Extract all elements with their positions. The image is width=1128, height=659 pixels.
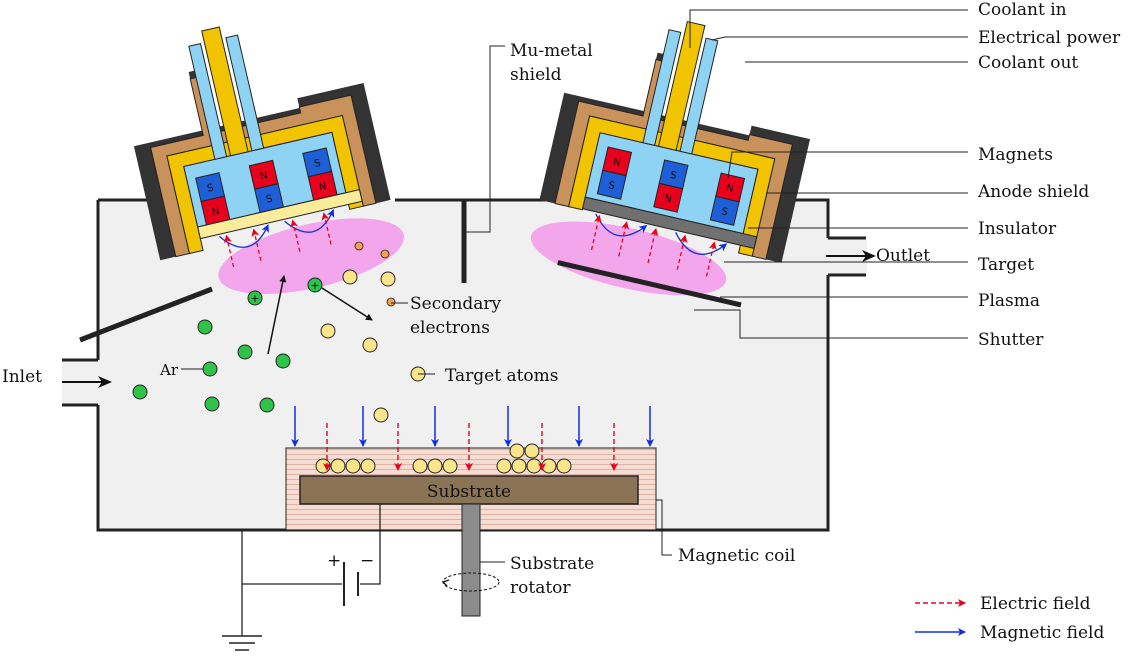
substrate xyxy=(299,475,639,505)
ion-plus: + xyxy=(310,279,319,292)
pole-label: S xyxy=(206,183,215,195)
left-magnets: S N N S S N xyxy=(195,147,338,226)
pole-label: N xyxy=(612,157,622,169)
leader-lines xyxy=(181,9,968,563)
pole-label: S xyxy=(720,206,729,218)
battery-minus: − xyxy=(360,551,374,571)
label-electrical-power: Electrical power xyxy=(978,28,1121,48)
label-mu-metal-1: Mu-metal xyxy=(510,41,593,61)
ground-icon xyxy=(222,635,262,651)
substrate-field-arrows xyxy=(291,406,654,471)
right-plasma xyxy=(530,221,727,296)
label-target: Target xyxy=(978,255,1034,275)
label-target-atoms: Target atoms xyxy=(445,366,559,386)
label-secondary-2: electrons xyxy=(410,318,490,338)
right-shutter xyxy=(557,260,742,308)
label-rotator-2: rotator xyxy=(510,578,571,598)
label-inlet: Inlet xyxy=(2,367,42,387)
battery-plus: + xyxy=(327,551,341,571)
pole-label: S xyxy=(669,170,678,182)
pole-label: S xyxy=(265,194,274,206)
legend-electric-field: Electric field xyxy=(980,594,1091,614)
pole-label: N xyxy=(211,206,221,218)
bias-circuit: + − xyxy=(222,504,381,651)
pole-label: S xyxy=(313,158,322,170)
pole-label: N xyxy=(318,181,328,193)
label-secondary-1: Secondary xyxy=(410,294,502,314)
substrate-assembly: Substrate xyxy=(285,443,657,617)
label-shutter: Shutter xyxy=(978,330,1044,350)
pole-label: N xyxy=(663,193,673,205)
label-magnets: Magnets xyxy=(978,145,1053,165)
pole-label: N xyxy=(259,170,269,182)
right-magnets: N S S N N S xyxy=(596,146,746,226)
pole-label: S xyxy=(607,180,616,192)
label-mu-metal-2: shield xyxy=(510,65,562,85)
label-anode-shield: Anode shield xyxy=(977,182,1089,202)
pole-label: N xyxy=(725,183,735,195)
label-outlet: Outlet xyxy=(876,246,930,266)
label-insulator: Insulator xyxy=(978,219,1057,239)
deposited-atoms xyxy=(315,443,572,474)
label-plasma: Plasma xyxy=(978,291,1040,311)
labels: Coolant in Electrical power Coolant out … xyxy=(2,0,1121,598)
left-shutter xyxy=(79,286,213,343)
legend-magnetic-field: Magnetic field xyxy=(980,623,1104,643)
label-coolant-in: Coolant in xyxy=(978,0,1067,20)
right-target xyxy=(581,196,758,249)
left-magnetron: S N N S S N xyxy=(133,26,405,294)
legend: Electric field Magnetic field xyxy=(915,594,1104,643)
label-coolant-out: Coolant out xyxy=(978,53,1078,73)
label-magnetic-coil: Magnetic coil xyxy=(678,546,795,566)
label-rotator-1: Substrate xyxy=(510,554,594,574)
substrate-label: Substrate xyxy=(427,482,511,502)
left-target xyxy=(197,189,363,240)
substrate-rotator xyxy=(461,503,481,617)
ion-plus: + xyxy=(250,292,259,305)
right-magnetron: N S S N N S xyxy=(530,20,811,308)
label-ar: Ar xyxy=(159,361,179,379)
left-plasma xyxy=(218,218,405,294)
